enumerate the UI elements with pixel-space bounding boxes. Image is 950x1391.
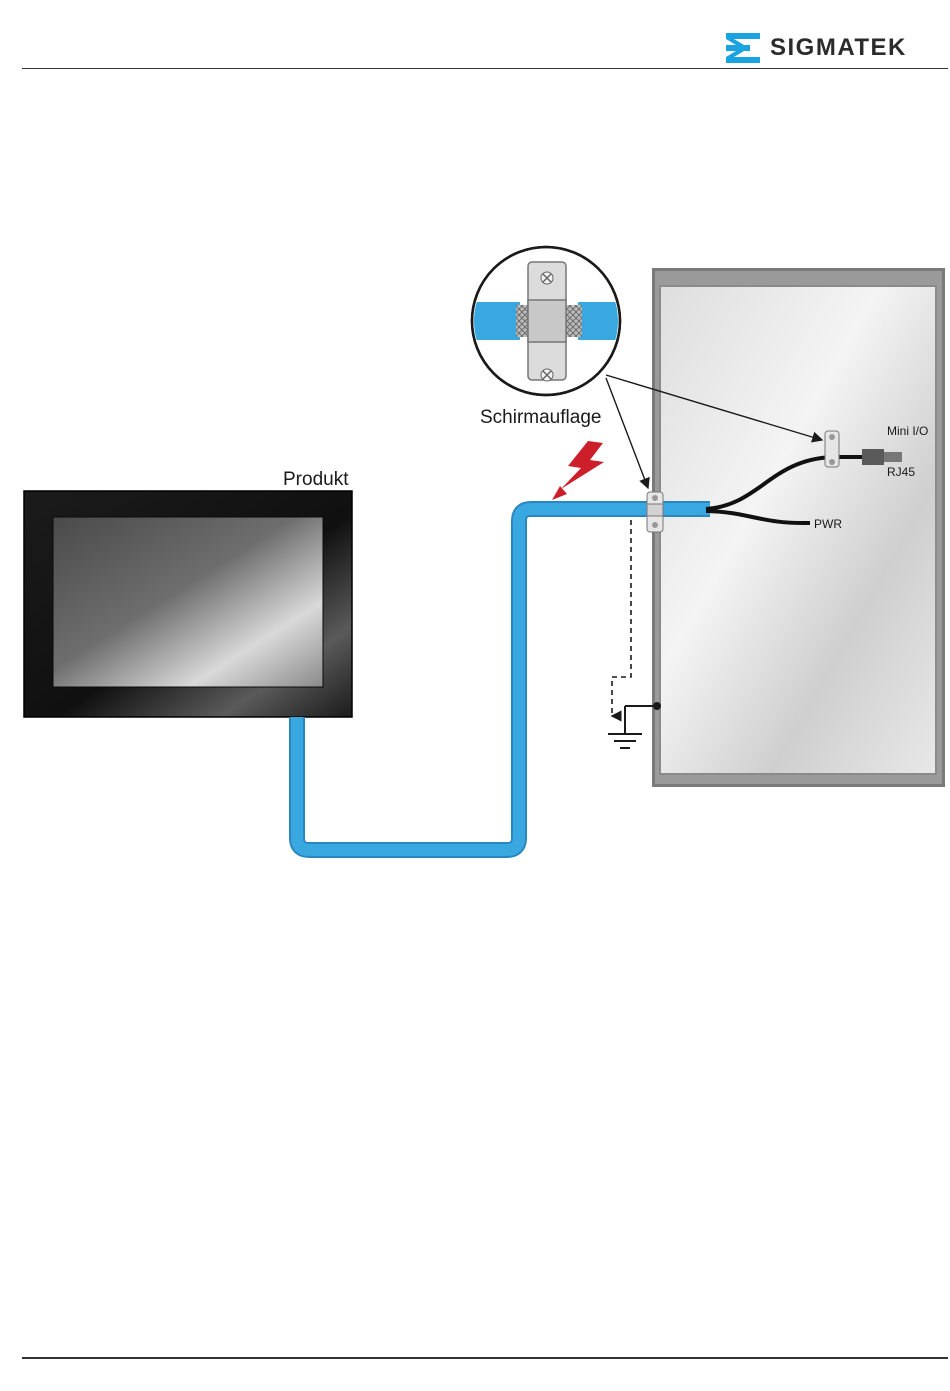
- shielded-cable: [297, 509, 710, 850]
- shield-clamp-detail: [470, 247, 628, 395]
- shield-clamp-label: Schirmauflage: [480, 407, 601, 428]
- mini-io-label: Mini I/O: [887, 424, 928, 438]
- footer-rule: [22, 1357, 948, 1359]
- control-cabinet: [652, 268, 945, 787]
- rj45-label: RJ45: [887, 465, 915, 479]
- product-panel: [24, 491, 352, 717]
- pwr-label: PWR: [814, 517, 842, 531]
- lightning-icon: [552, 441, 604, 500]
- inner-clamp-icon: [825, 431, 839, 467]
- ground-path: [612, 520, 631, 716]
- product-label: Produkt: [283, 469, 349, 490]
- cabinet-clamp-icon: [647, 492, 663, 532]
- pointer-arrow-wall: [606, 378, 648, 488]
